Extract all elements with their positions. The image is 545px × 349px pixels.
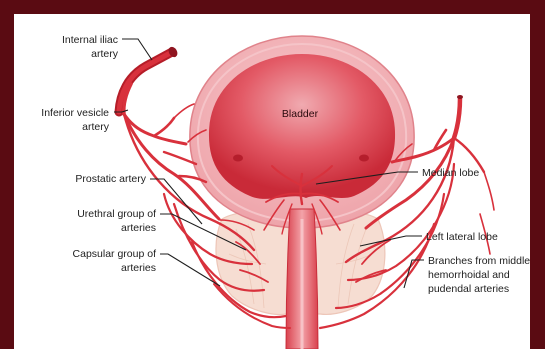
ureteric-orifice-left — [233, 155, 243, 162]
diagram-panel: Internal iliac artery Inferior vesicle a… — [14, 14, 530, 349]
label-capsular-group-1: Capsular group of — [73, 248, 157, 260]
anatomy-diagram: Internal iliac artery Inferior vesicle a… — [14, 14, 530, 349]
label-bladder: Bladder — [282, 108, 319, 120]
label-median-lobe: Median lobe — [422, 167, 479, 179]
label-left-lateral-lobe: Left lateral lobe — [426, 231, 498, 243]
label-urethral-group-2: arteries — [121, 222, 156, 234]
label-capsular-group-2: arteries — [121, 262, 156, 274]
label-internal-iliac-1: Internal iliac — [62, 34, 118, 46]
label-urethral-group-1: Urethral group of — [77, 208, 156, 220]
ureteric-orifice-right — [359, 155, 369, 162]
label-inferior-vesicle-1: Inferior vesicle — [41, 107, 109, 119]
label-internal-iliac-2: artery — [91, 48, 119, 60]
label-branches-3: pudendal arteries — [428, 283, 509, 295]
label-branches-2: hemorrhoidal and — [428, 269, 510, 281]
label-inferior-vesicle-2: artery — [82, 121, 110, 133]
label-prostatic-artery: Prostatic artery — [75, 173, 146, 185]
right-iliac-artery — [454, 98, 460, 138]
label-branches-1: Branches from middle — [428, 255, 530, 267]
